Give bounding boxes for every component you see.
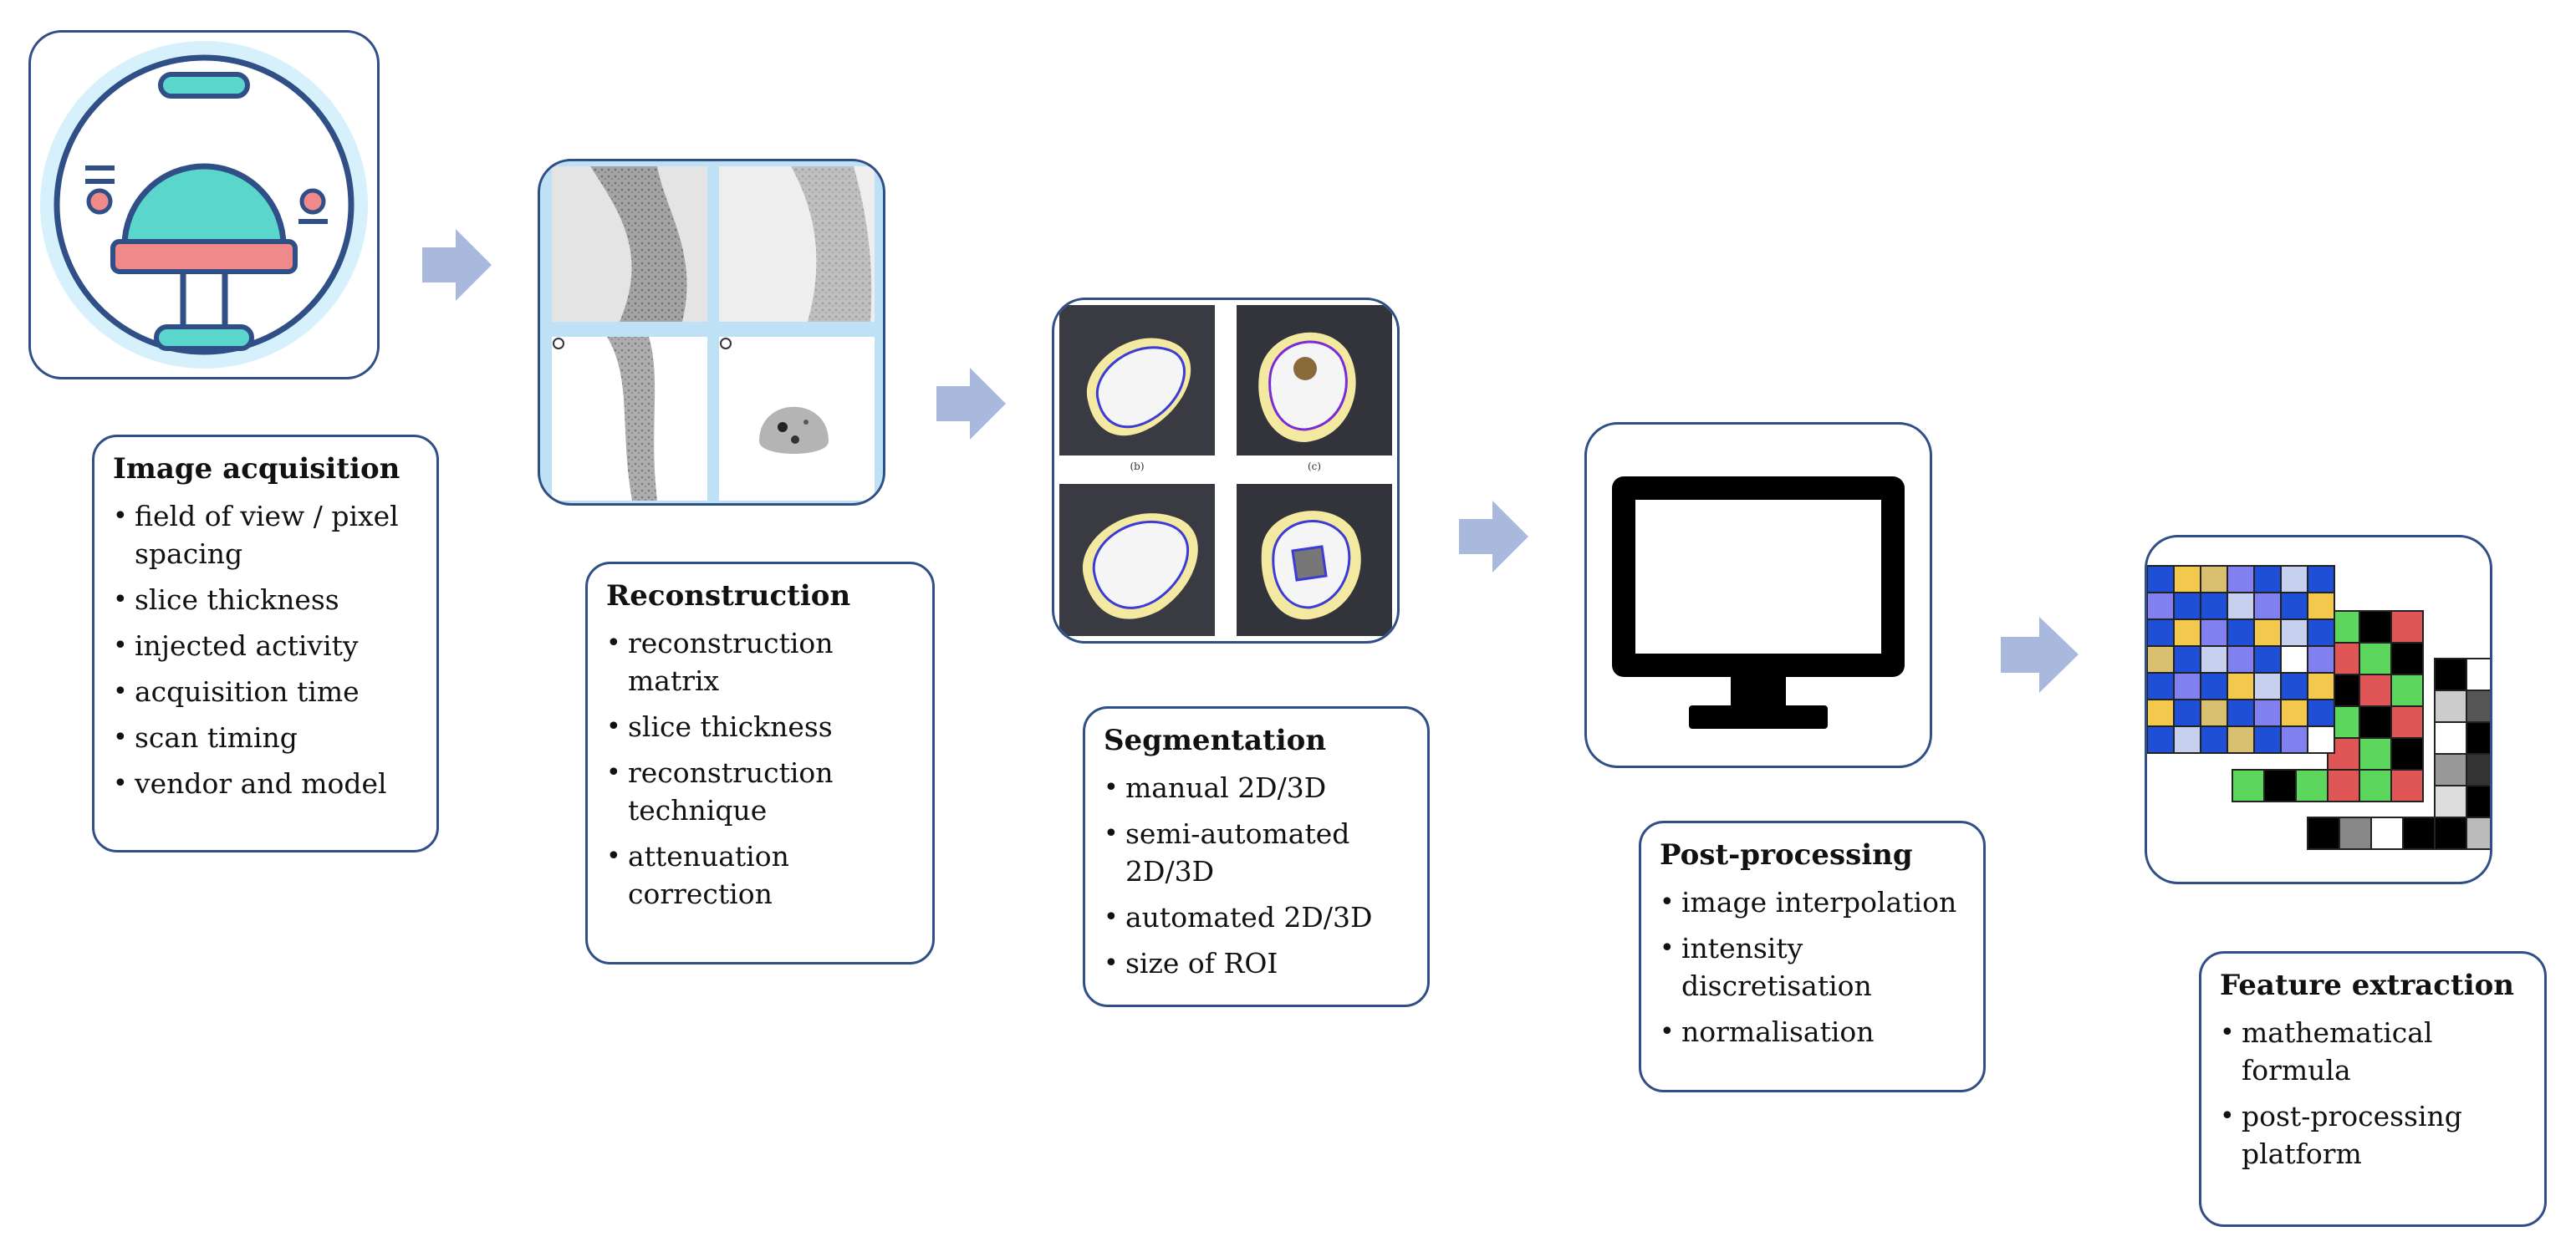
reconstruction-title: Reconstruction [606, 579, 851, 613]
flow-arrow-3 [1459, 499, 1530, 574]
reconstruction-list: reconstruction matrix slice thickness re… [606, 624, 914, 913]
image-acquisition-box: Image acquisition field of view / pixel … [92, 435, 439, 852]
list-item: manual 2D/3D [1104, 769, 1409, 807]
post-processing-title: Post-processing [1660, 838, 1913, 872]
list-item: injected activity [113, 627, 418, 664]
list-item: mathematical formula [2220, 1014, 2526, 1089]
reconstruction-box: Reconstruction reconstruction matrix sli… [585, 562, 935, 964]
list-item: image interpolation [1660, 883, 1965, 921]
segmentation-panel-label-b: (b) [1130, 461, 1144, 472]
flow-arrow-2 [936, 366, 1007, 441]
ct-scanner-icon-box [28, 30, 380, 379]
list-item: attenuation correction [606, 837, 914, 913]
reconstruction-images [552, 166, 875, 501]
feature-extraction-box: Feature extraction mathematical formula … [2199, 951, 2547, 1227]
list-item: vendor and model [113, 765, 418, 802]
list-item: field of view / pixel spacing [113, 497, 418, 573]
monitor-icon-box [1584, 422, 1932, 768]
list-item: slice thickness [113, 581, 418, 618]
reconstruction-images-box [538, 159, 885, 506]
list-item: acquisition time [113, 673, 418, 710]
list-item: post-processing platform [2220, 1097, 2526, 1173]
list-item: reconstruction technique [606, 754, 914, 829]
list-item: normalisation [1660, 1013, 1965, 1051]
feature-extraction-list: mathematical formula post-processing pla… [2220, 1014, 2526, 1173]
segmentation-box: Segmentation manual 2D/3D semi-automated… [1083, 706, 1430, 1007]
list-item: scan timing [113, 719, 418, 756]
segmentation-title: Segmentation [1104, 724, 1327, 757]
post-processing-list: image interpolation intensity discretisa… [1660, 883, 1965, 1051]
list-item: intensity discretisation [1660, 929, 1965, 1005]
image-acquisition-title: Image acquisition [113, 452, 400, 486]
list-item: size of ROI [1104, 944, 1409, 982]
segmentation-images: (b) (c) [1059, 300, 1392, 641]
list-item: semi-automated 2D/3D [1104, 815, 1409, 890]
post-processing-box: Post-processing image interpolation inte… [1639, 821, 1986, 1092]
list-item: slice thickness [606, 708, 914, 746]
image-acquisition-list: field of view / pixel spacing slice thic… [113, 497, 418, 802]
segmentation-list: manual 2D/3D semi-automated 2D/3D automa… [1104, 769, 1409, 982]
feature-extraction-title: Feature extraction [2220, 969, 2515, 1002]
feature-matrix-grid [2147, 565, 2490, 850]
list-item: automated 2D/3D [1104, 898, 1409, 936]
segmentation-images-box: (b) (c) [1052, 298, 1400, 644]
ct-scanner-icon [40, 41, 368, 369]
segmentation-panel-label-c: (c) [1308, 461, 1321, 472]
feature-matrix-box [2145, 535, 2492, 884]
monitor-icon [1612, 476, 1905, 729]
list-item: reconstruction matrix [606, 624, 914, 700]
flow-arrow-4 [2001, 615, 2080, 695]
flow-arrow-1 [422, 227, 493, 303]
